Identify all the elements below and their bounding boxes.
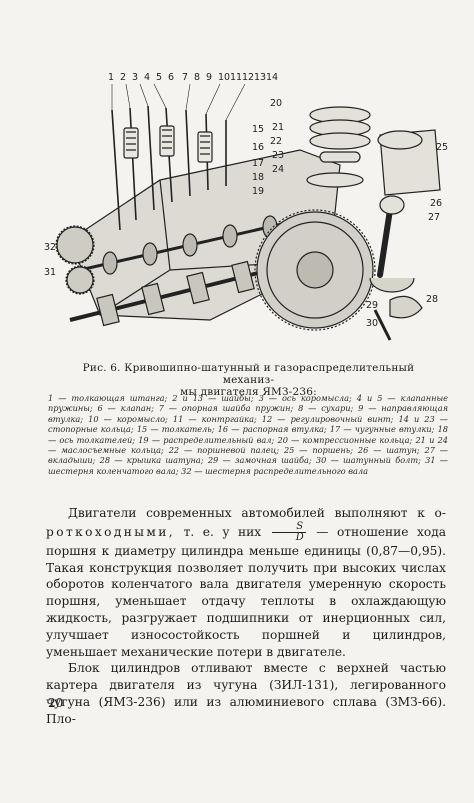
- fraction-denominator: D: [295, 531, 304, 543]
- right-callout-16: 16: [252, 142, 264, 153]
- figure-caption: Рис. 6. Кривошипно-шатунный и газораспре…: [56, 362, 441, 398]
- top-callout-2: 2: [120, 72, 126, 83]
- top-callout-7: 7: [182, 72, 188, 83]
- caption-title-line2: мы двигателя ЯМЗ-236:: [180, 386, 317, 398]
- figure-legend: 1 — толкающая штанга; 2 и 13 — шайбы; 3 …: [48, 393, 448, 476]
- right-callout-23: 23: [272, 150, 284, 161]
- top-callout-6: 6: [168, 72, 174, 83]
- top-callout-12: 12: [242, 72, 254, 83]
- right-callout-28: 28: [426, 294, 438, 305]
- right-callout-18: 18: [252, 172, 264, 183]
- page-number: 20: [48, 696, 64, 710]
- fraction-numerator: S: [271, 521, 306, 533]
- paragraph-2: Блок цилиндров отливают вместе с верхней…: [46, 661, 446, 726]
- paragraph-1: Двигатели современных автомобилей выполн…: [46, 505, 446, 660]
- left-callout-32: 32: [44, 242, 56, 253]
- p1-emphasis: роткоходными,: [46, 524, 176, 539]
- right-callout-27: 27: [428, 212, 440, 223]
- right-callout-25: 25: [436, 142, 448, 153]
- top-callout-9: 9: [206, 72, 212, 83]
- right-callout-15: 15: [252, 124, 264, 135]
- top-callout-13: 13: [254, 72, 266, 83]
- p1-end: — отношение хода поршня к диаметру цилин…: [46, 524, 447, 659]
- top-callout-4: 4: [144, 72, 150, 83]
- right-callout-29: 29: [366, 300, 378, 311]
- top-callout-11: 11: [230, 72, 242, 83]
- right-callout-20: 20: [270, 98, 282, 109]
- top-callout-8: 8: [194, 72, 200, 83]
- right-callout-30: 30: [366, 318, 378, 329]
- right-callout-26: 26: [430, 198, 442, 209]
- top-callout-3: 3: [132, 72, 138, 83]
- right-callout-19: 19: [252, 186, 264, 197]
- top-callout-10: 10: [218, 72, 230, 83]
- top-callout-1: 1: [108, 72, 114, 83]
- right-callout-21: 21: [272, 122, 284, 133]
- p1-start: Двигатели современных автомобилей выполн…: [68, 506, 446, 520]
- caption-title-line1: Рис. 6. Кривошипно-шатунный и газораспре…: [82, 362, 415, 386]
- top-callout-5: 5: [156, 72, 162, 83]
- body-text: Двигатели современных автомобилей выполн…: [46, 505, 446, 728]
- top-callout-14: 14: [266, 72, 278, 83]
- right-callout-17: 17: [252, 158, 264, 169]
- right-callout-22: 22: [270, 136, 282, 147]
- left-callout-31: 31: [44, 267, 56, 278]
- right-callout-24: 24: [272, 164, 284, 175]
- caption-title: Рис. 6. Кривошипно-шатунный и газораспре…: [56, 362, 441, 398]
- p1-mid: т. е. у них: [183, 524, 262, 539]
- engine-drawing: 1234567891011121314151617181920212223242…: [44, 72, 448, 341]
